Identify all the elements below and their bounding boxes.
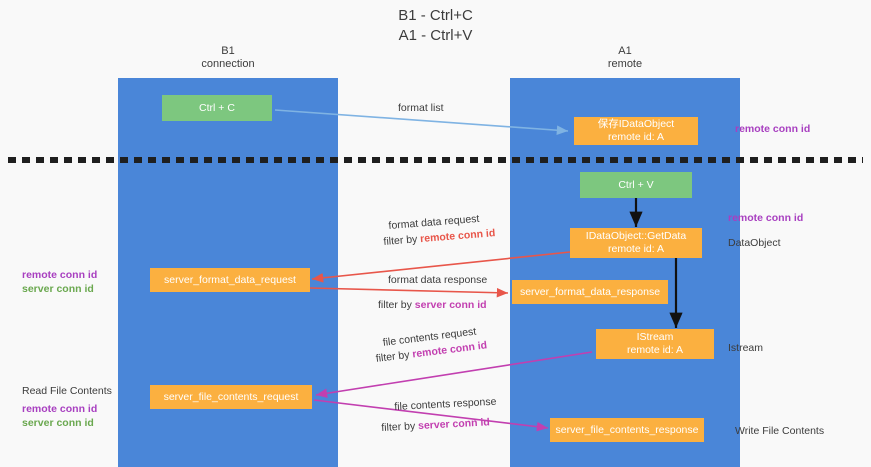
- label-format-data-response: format data response: [388, 274, 488, 286]
- arrow-format-data-response: [309, 287, 509, 298]
- column-header-a1-name: A1: [618, 45, 632, 57]
- label-read-file-contents: Read File Contents: [22, 385, 112, 397]
- label-istream: Istream: [728, 342, 764, 354]
- column-header-b1-sub: connection: [201, 58, 255, 70]
- box-server-format-data-response-label: server_format_data_response: [519, 285, 661, 298]
- box-save-idataobject-line1: 保存IDataObject: [597, 118, 675, 130]
- box-server-file-contents-request-label: server_file_contents_request: [163, 390, 299, 403]
- label-format-list: format list: [398, 102, 444, 114]
- box-server-format-data-request-label: server_format_data_request: [164, 273, 296, 286]
- box-server-format-data-request[interactable]: server_format_data_request: [150, 268, 310, 292]
- filter-key-server-conn-id-2: server conn id: [417, 416, 491, 433]
- filter-prefix-2: filter by: [378, 299, 415, 311]
- label-left-server-conn-id: server conn id: [22, 283, 94, 295]
- label-left-server-conn-id-2: server conn id: [22, 417, 94, 429]
- label-remote-conn-id-top: remote conn id: [735, 123, 811, 135]
- box-istream-line2: remote id: A: [626, 344, 684, 356]
- column-header-a1: A1 remote: [520, 45, 730, 71]
- label-dataobject: DataObject: [728, 237, 781, 249]
- label-file-contents-response-filter: filter by server conn id: [381, 415, 490, 436]
- label-left-remote-conn-id-2: remote conn id: [22, 403, 98, 415]
- box-save-idataobject-line2: remote id: A: [607, 131, 665, 143]
- box-istream-line1: IStream: [636, 331, 674, 343]
- box-server-file-contents-response-label: server_file_contents_response: [555, 423, 699, 436]
- page-title-line2: A1 - Ctrl+V: [398, 27, 473, 44]
- box-ctrl-v[interactable]: Ctrl + V: [580, 172, 692, 198]
- box-server-format-data-response[interactable]: server_format_data_response: [512, 280, 668, 304]
- box-getdata-line1: IDataObject::GetData: [585, 230, 687, 242]
- box-idataobject-getdata[interactable]: IDataObject::GetData remote id: A: [570, 228, 702, 258]
- filter-key-server-conn-id-1: server conn id: [414, 299, 487, 311]
- column-header-a1-sub: remote: [607, 58, 643, 70]
- box-ctrl-c[interactable]: Ctrl + C: [162, 95, 272, 121]
- box-save-idataobject[interactable]: 保存IDataObject remote id: A: [574, 117, 698, 145]
- page-title-line1: B1 - Ctrl+C: [398, 7, 473, 24]
- label-format-data-response-filter: filter by server conn id: [378, 298, 487, 313]
- column-header-b1: B1 connection: [128, 45, 328, 71]
- box-ctrl-c-label: Ctrl + C: [199, 101, 235, 114]
- phase-divider: [8, 157, 863, 163]
- filter-prefix-3: filter by: [375, 348, 414, 365]
- box-ctrl-v-label: Ctrl + V: [618, 178, 654, 191]
- box-istream[interactable]: IStream remote id: A: [596, 329, 714, 359]
- filter-prefix-1: filter by: [383, 233, 421, 248]
- column-header-b1-name: B1: [221, 45, 235, 57]
- box-server-file-contents-response[interactable]: server_file_contents_response: [550, 418, 704, 442]
- label-write-file-contents: Write File Contents: [735, 425, 825, 437]
- filter-prefix-4: filter by: [381, 420, 419, 434]
- box-getdata-line2: remote id: A: [607, 243, 665, 255]
- label-remote-conn-id-mid: remote conn id: [728, 212, 804, 224]
- label-file-contents-response: file contents response: [394, 395, 497, 413]
- page-title: B1 - Ctrl+C A1 - Ctrl+V: [0, 6, 871, 46]
- box-server-file-contents-request[interactable]: server_file_contents_request: [150, 385, 312, 409]
- label-left-remote-conn-id: remote conn id: [22, 269, 98, 281]
